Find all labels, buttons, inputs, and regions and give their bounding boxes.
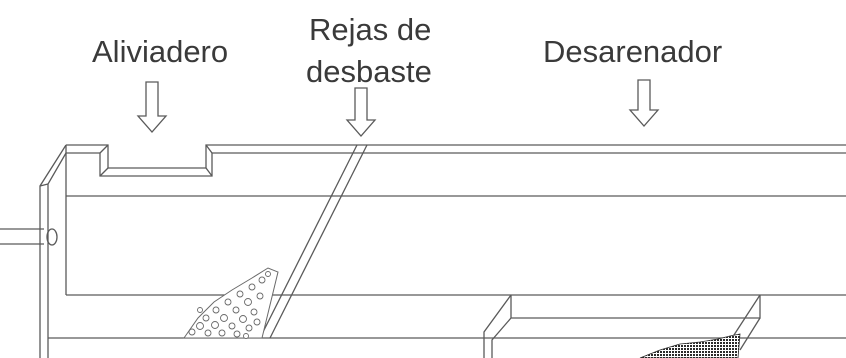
screen-grate bbox=[259, 144, 368, 339]
label-aliviadero: Aliviadero bbox=[92, 34, 228, 69]
sand-sediment bbox=[639, 333, 741, 358]
label-rejas-line2: desbaste bbox=[306, 54, 432, 89]
down-arrow-icon-rejas bbox=[345, 87, 377, 137]
label-rejas-line1: Rejas de bbox=[309, 12, 431, 47]
down-arrow-icon-aliviadero bbox=[136, 81, 168, 133]
label-desarenador: Desarenador bbox=[543, 34, 722, 69]
channel-walls bbox=[39, 144, 846, 358]
gravel-pile bbox=[183, 267, 279, 339]
down-arrow-icon-desarenador bbox=[628, 79, 660, 127]
inflow-pipe bbox=[0, 228, 58, 246]
grit-chamber-hopper bbox=[483, 294, 761, 358]
